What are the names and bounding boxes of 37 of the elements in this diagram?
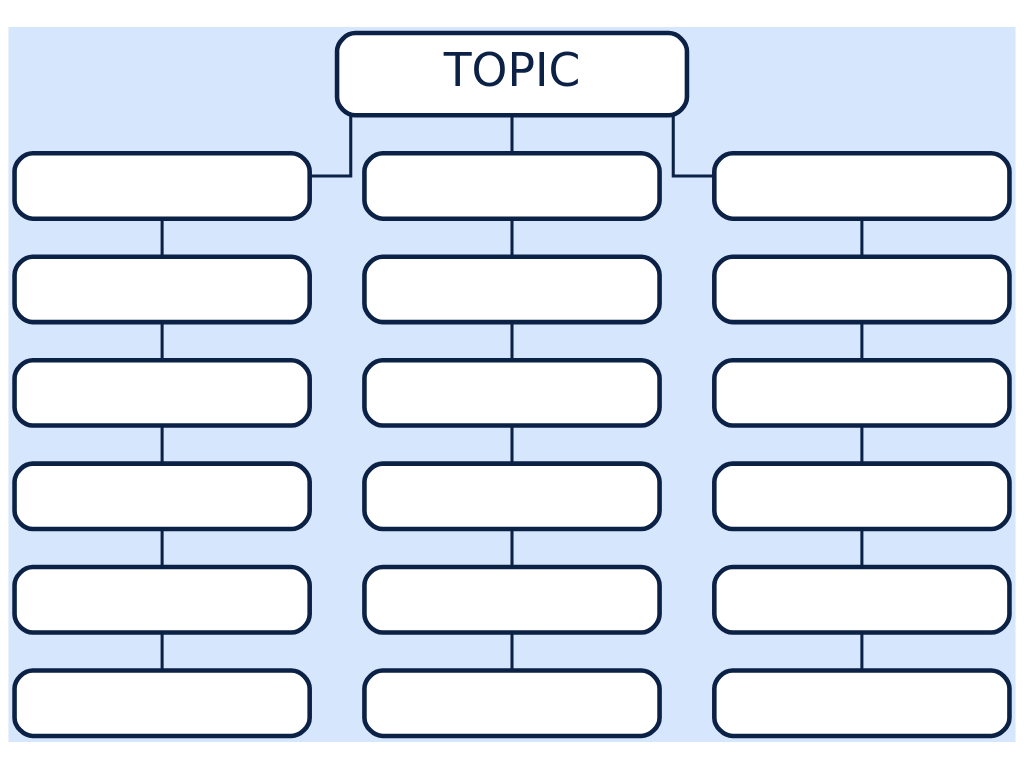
node-box — [12, 564, 312, 635]
node-box — [12, 460, 312, 531]
node-box — [362, 564, 662, 635]
node-box — [712, 667, 1012, 738]
connector — [860, 425, 864, 463]
node-box — [12, 357, 312, 428]
connector — [671, 115, 715, 178]
node-box — [362, 253, 662, 324]
node-box — [712, 460, 1012, 531]
node-box: TOPIC — [334, 30, 690, 117]
connector — [510, 528, 514, 567]
connector — [510, 425, 514, 463]
connector — [309, 115, 353, 178]
node-box — [12, 150, 312, 221]
connector — [160, 425, 164, 463]
connector — [510, 321, 514, 360]
node-box — [362, 150, 662, 221]
connector — [860, 528, 864, 567]
connector — [860, 218, 864, 257]
connector — [160, 632, 164, 670]
node-box — [712, 150, 1012, 221]
connector — [160, 321, 164, 360]
connector — [860, 321, 864, 360]
node-box — [362, 357, 662, 428]
connector — [160, 528, 164, 567]
node-box — [12, 253, 312, 324]
node-box — [712, 564, 1012, 635]
node-box — [712, 357, 1012, 428]
connector — [510, 632, 514, 670]
node-box — [712, 253, 1012, 324]
connector — [860, 632, 864, 670]
node-box — [12, 667, 312, 738]
connector — [510, 218, 514, 257]
connector — [160, 218, 164, 257]
node-box — [362, 667, 662, 738]
connector — [510, 115, 514, 153]
node-box — [362, 460, 662, 531]
